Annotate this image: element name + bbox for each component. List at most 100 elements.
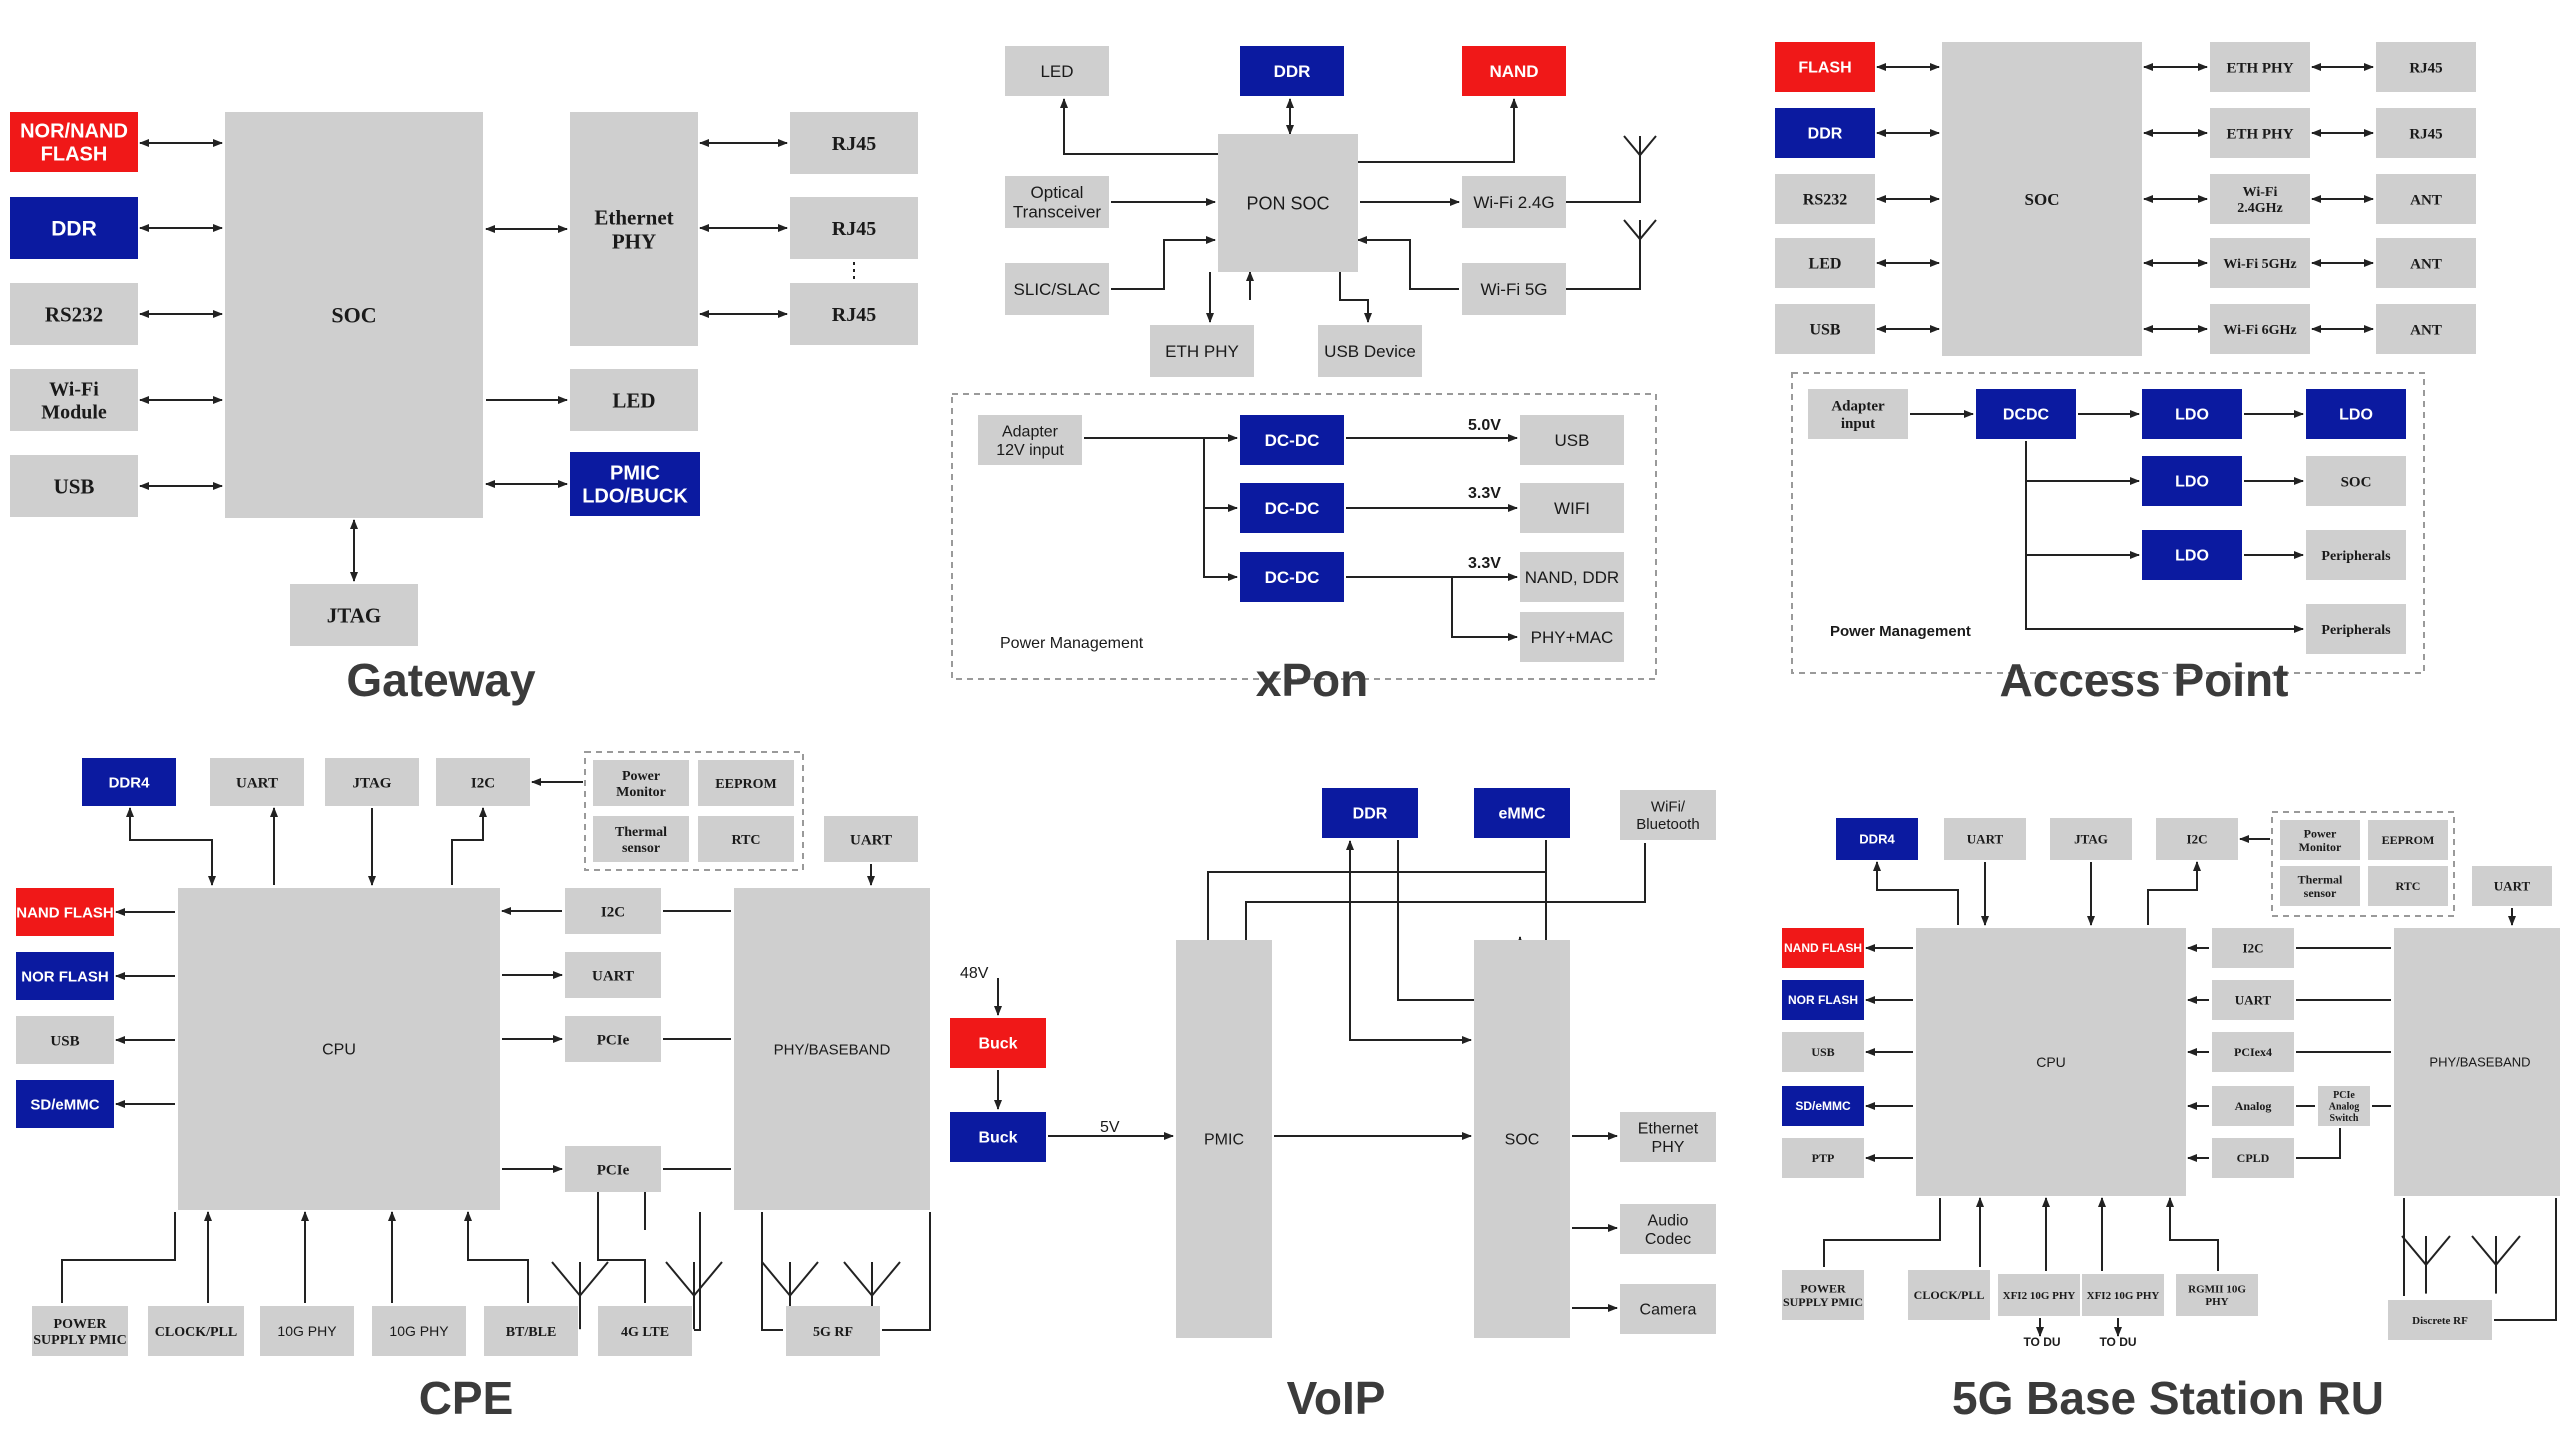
ru-cpld-block: CPLD	[2212, 1138, 2294, 1178]
ru-uart2-label: UART	[2494, 879, 2531, 894]
ap-usb-label: USB	[1809, 322, 1840, 339]
voip-wifibt-label: WiFi/Bluetooth	[1636, 799, 1699, 833]
xpon-nandddr-block: NAND, DDR	[1520, 552, 1624, 602]
connection-line	[1358, 98, 1518, 163]
xpon-dc1-label: DC-DC	[1265, 431, 1320, 450]
cpe-nor-block: NOR FLASH	[16, 952, 114, 1000]
cpe-clock-block: CLOCK/PLL	[148, 1306, 244, 1356]
ap-dcdc-block: DCDC	[1976, 389, 2076, 439]
ap-per2-block: Peripherals	[2306, 604, 2406, 654]
cpe-lte-label: 4G LTE	[621, 1325, 669, 1340]
ru-eeprom-label: EEPROM	[2382, 833, 2435, 847]
xpon-led-label: LED	[1040, 62, 1073, 81]
gateway-usb-block: USB	[10, 455, 138, 517]
gateway-rj2-block: RJ45	[790, 197, 918, 259]
ru-rtc-block: RTC	[2368, 866, 2448, 906]
connection-line	[61, 1212, 176, 1303]
xpon-dc3-label: DC-DC	[1265, 568, 1320, 587]
cpe-pcie2-label: PCIe	[597, 1162, 630, 1178]
ru-uart2-block: UART	[2472, 866, 2552, 906]
xpon-phymac-block: PHY+MAC	[1520, 612, 1624, 662]
cpe-rtc-label: RTC	[731, 833, 760, 848]
gateway-ddr-label: DDR	[51, 217, 97, 240]
antenna-icon	[551, 1261, 609, 1330]
cpe-rf5g-label: 5G RF	[813, 1325, 853, 1340]
connection-line	[1203, 508, 1238, 581]
ap-eth1-label: ETH PHY	[2226, 60, 2293, 76]
ru-rf-block: Discrete RF	[2388, 1300, 2492, 1340]
voip-buck1-label: Buck	[978, 1036, 1017, 1053]
ru-ddr4-block: DDR4	[1836, 818, 1918, 860]
ap-eth2-block: ETH PHY	[2210, 108, 2310, 158]
dashed-group-boxes	[584, 372, 2455, 917]
xpon-usb-block: USB	[1520, 415, 1624, 465]
xpon-dc3-block: DC-DC	[1240, 552, 1344, 602]
connection-line	[597, 1192, 646, 1303]
ap-eth1-block: ETH PHY	[2210, 42, 2310, 92]
voip-emmc-block: eMMC	[1474, 788, 1570, 838]
cpe-i2c-label: I2C	[471, 775, 495, 791]
gateway-jtag-block: JTAG	[290, 584, 418, 646]
ap-ldo4-block: LDO	[2142, 530, 2242, 580]
ru-nor-block: NOR FLASH	[1782, 980, 1864, 1020]
ap-ldo1-label: LDO	[2175, 407, 2209, 424]
ap-ldo3-label: LDO	[2175, 474, 2209, 491]
cpe-uart3-label: UART	[592, 968, 634, 984]
cpe-jtag-block: JTAG	[325, 758, 419, 806]
panels-ru-labels-todu2-label: TO DU	[2099, 1335, 2136, 1349]
cpe-caption: CPE	[419, 1372, 514, 1424]
antenna-icon	[2401, 1235, 2451, 1294]
ru-uart-label: UART	[1967, 832, 2004, 847]
cpe-jtag-label: JTAG	[353, 775, 392, 791]
ru-xfi2-block: XFI2 10G PHY	[2082, 1274, 2164, 1316]
voip-camera-block: Camera	[1620, 1284, 1716, 1334]
cpe-phy-label: PHY/BASEBAND	[774, 1041, 891, 1058]
panels-voip-labels-v5-label: 5V	[1100, 1119, 1120, 1136]
ru-ptp-label: PTP	[1812, 1151, 1835, 1165]
xpon-slic-label: SLIC/SLAC	[1014, 280, 1101, 299]
cpe-i2c-devices-box	[584, 751, 804, 871]
xpon-nand-block: NAND	[1462, 46, 1566, 96]
cpe-pcie1-label: PCIe	[597, 1032, 630, 1048]
voip-caption: VoIP	[1287, 1372, 1386, 1424]
xpon-phymac-label: PHY+MAC	[1531, 628, 1614, 647]
ru-jtag-label: JTAG	[2074, 832, 2108, 847]
cpe-rf5g-block: 5G RF	[786, 1306, 880, 1356]
cpe-cpu-label: CPU	[322, 1042, 356, 1059]
cpe-bt-label: BT/BLE	[506, 1325, 557, 1340]
ru-cpld-label: CPLD	[2237, 1151, 2270, 1165]
connection-line	[2025, 441, 2304, 633]
ap-ldo3-block: LDO	[2142, 456, 2242, 506]
voip-emmc-label: eMMC	[1498, 806, 1546, 823]
connection-line	[1873, 861, 1959, 925]
ru-sd-label: SD/eMMC	[1795, 1099, 1851, 1113]
cpe-p10a-block: 10G PHY	[260, 1306, 354, 1356]
ru-i2c2-block: I2C	[2212, 928, 2294, 968]
antenna-icon	[2471, 1235, 2521, 1294]
ru-cpu-label: CPU	[2036, 1054, 2066, 1070]
ru-rtc-label: RTC	[2396, 879, 2421, 893]
ap-ddr-block: DDR	[1775, 108, 1875, 158]
ru-analog-label: Analog	[2235, 1099, 2272, 1113]
ru-pcie-label: PCIex4	[2234, 1045, 2272, 1059]
ap-ant1-block: ANT	[2376, 174, 2476, 224]
cpe-pcie1-block: PCIe	[565, 1016, 661, 1062]
cpe-i2c2-block: I2C	[565, 888, 661, 934]
cpe-ddr4-label: DDR4	[109, 774, 150, 791]
ru-uart-block: UART	[1944, 818, 2026, 860]
connection-line	[464, 1211, 529, 1303]
